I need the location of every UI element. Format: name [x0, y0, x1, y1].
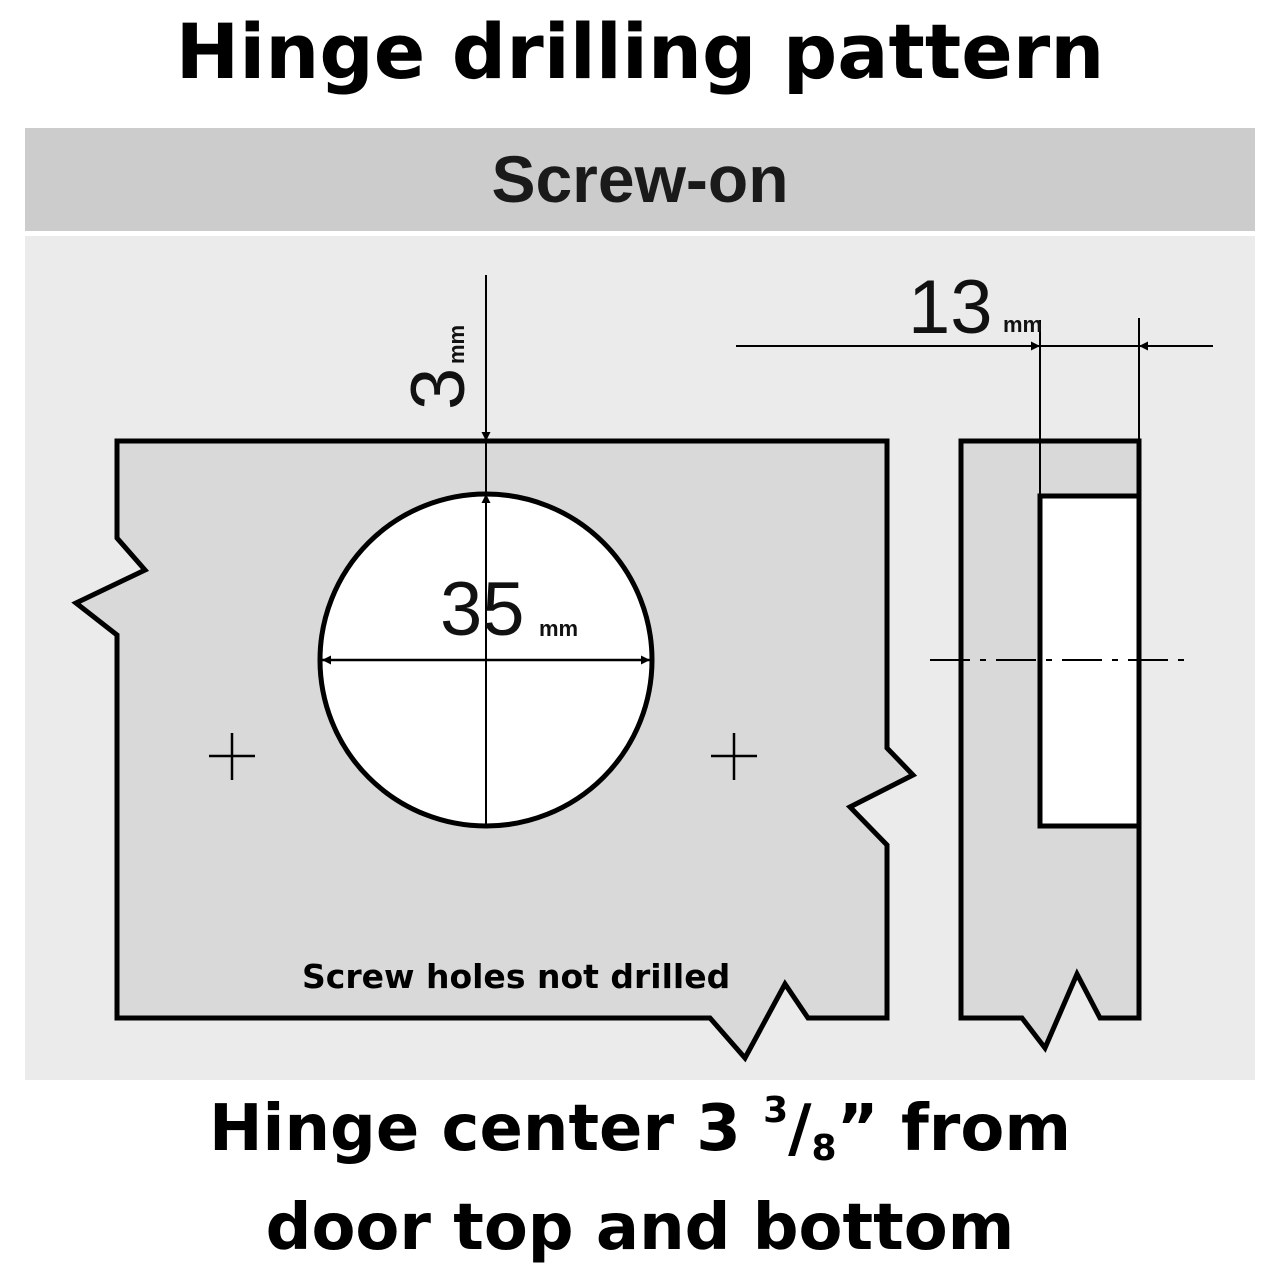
- footer-line-1: Hinge center 3 3/8” from: [0, 1093, 1280, 1167]
- page-title: Hinge drilling pattern: [175, 7, 1105, 96]
- subtitle: Screw-on: [491, 142, 789, 216]
- footer-line-2: door top and bottom: [265, 1191, 1015, 1265]
- fraction-slash: /: [788, 1092, 812, 1166]
- diameter-unit-label: mm: [539, 616, 578, 641]
- depth-value-label: 13: [908, 265, 993, 350]
- diameter-value-label: 35: [440, 567, 525, 652]
- footer-suffix: ” from: [836, 1092, 1072, 1166]
- screw-hole-right-icon: [711, 733, 757, 780]
- subtitle-band: Screw-on: [25, 128, 1255, 231]
- footer-prefix: Hinge center 3: [208, 1092, 764, 1166]
- fraction-denominator: 8: [811, 1128, 837, 1169]
- edge-offset-unit-label: mm: [444, 325, 469, 364]
- screw-holes-note: Screw holes not drilled: [302, 957, 730, 996]
- screw-hole-left-icon: [209, 733, 255, 780]
- edge-offset-value-label: 3: [396, 368, 481, 410]
- depth-unit-label: mm: [1003, 312, 1042, 337]
- fraction-numerator: 3: [763, 1090, 789, 1131]
